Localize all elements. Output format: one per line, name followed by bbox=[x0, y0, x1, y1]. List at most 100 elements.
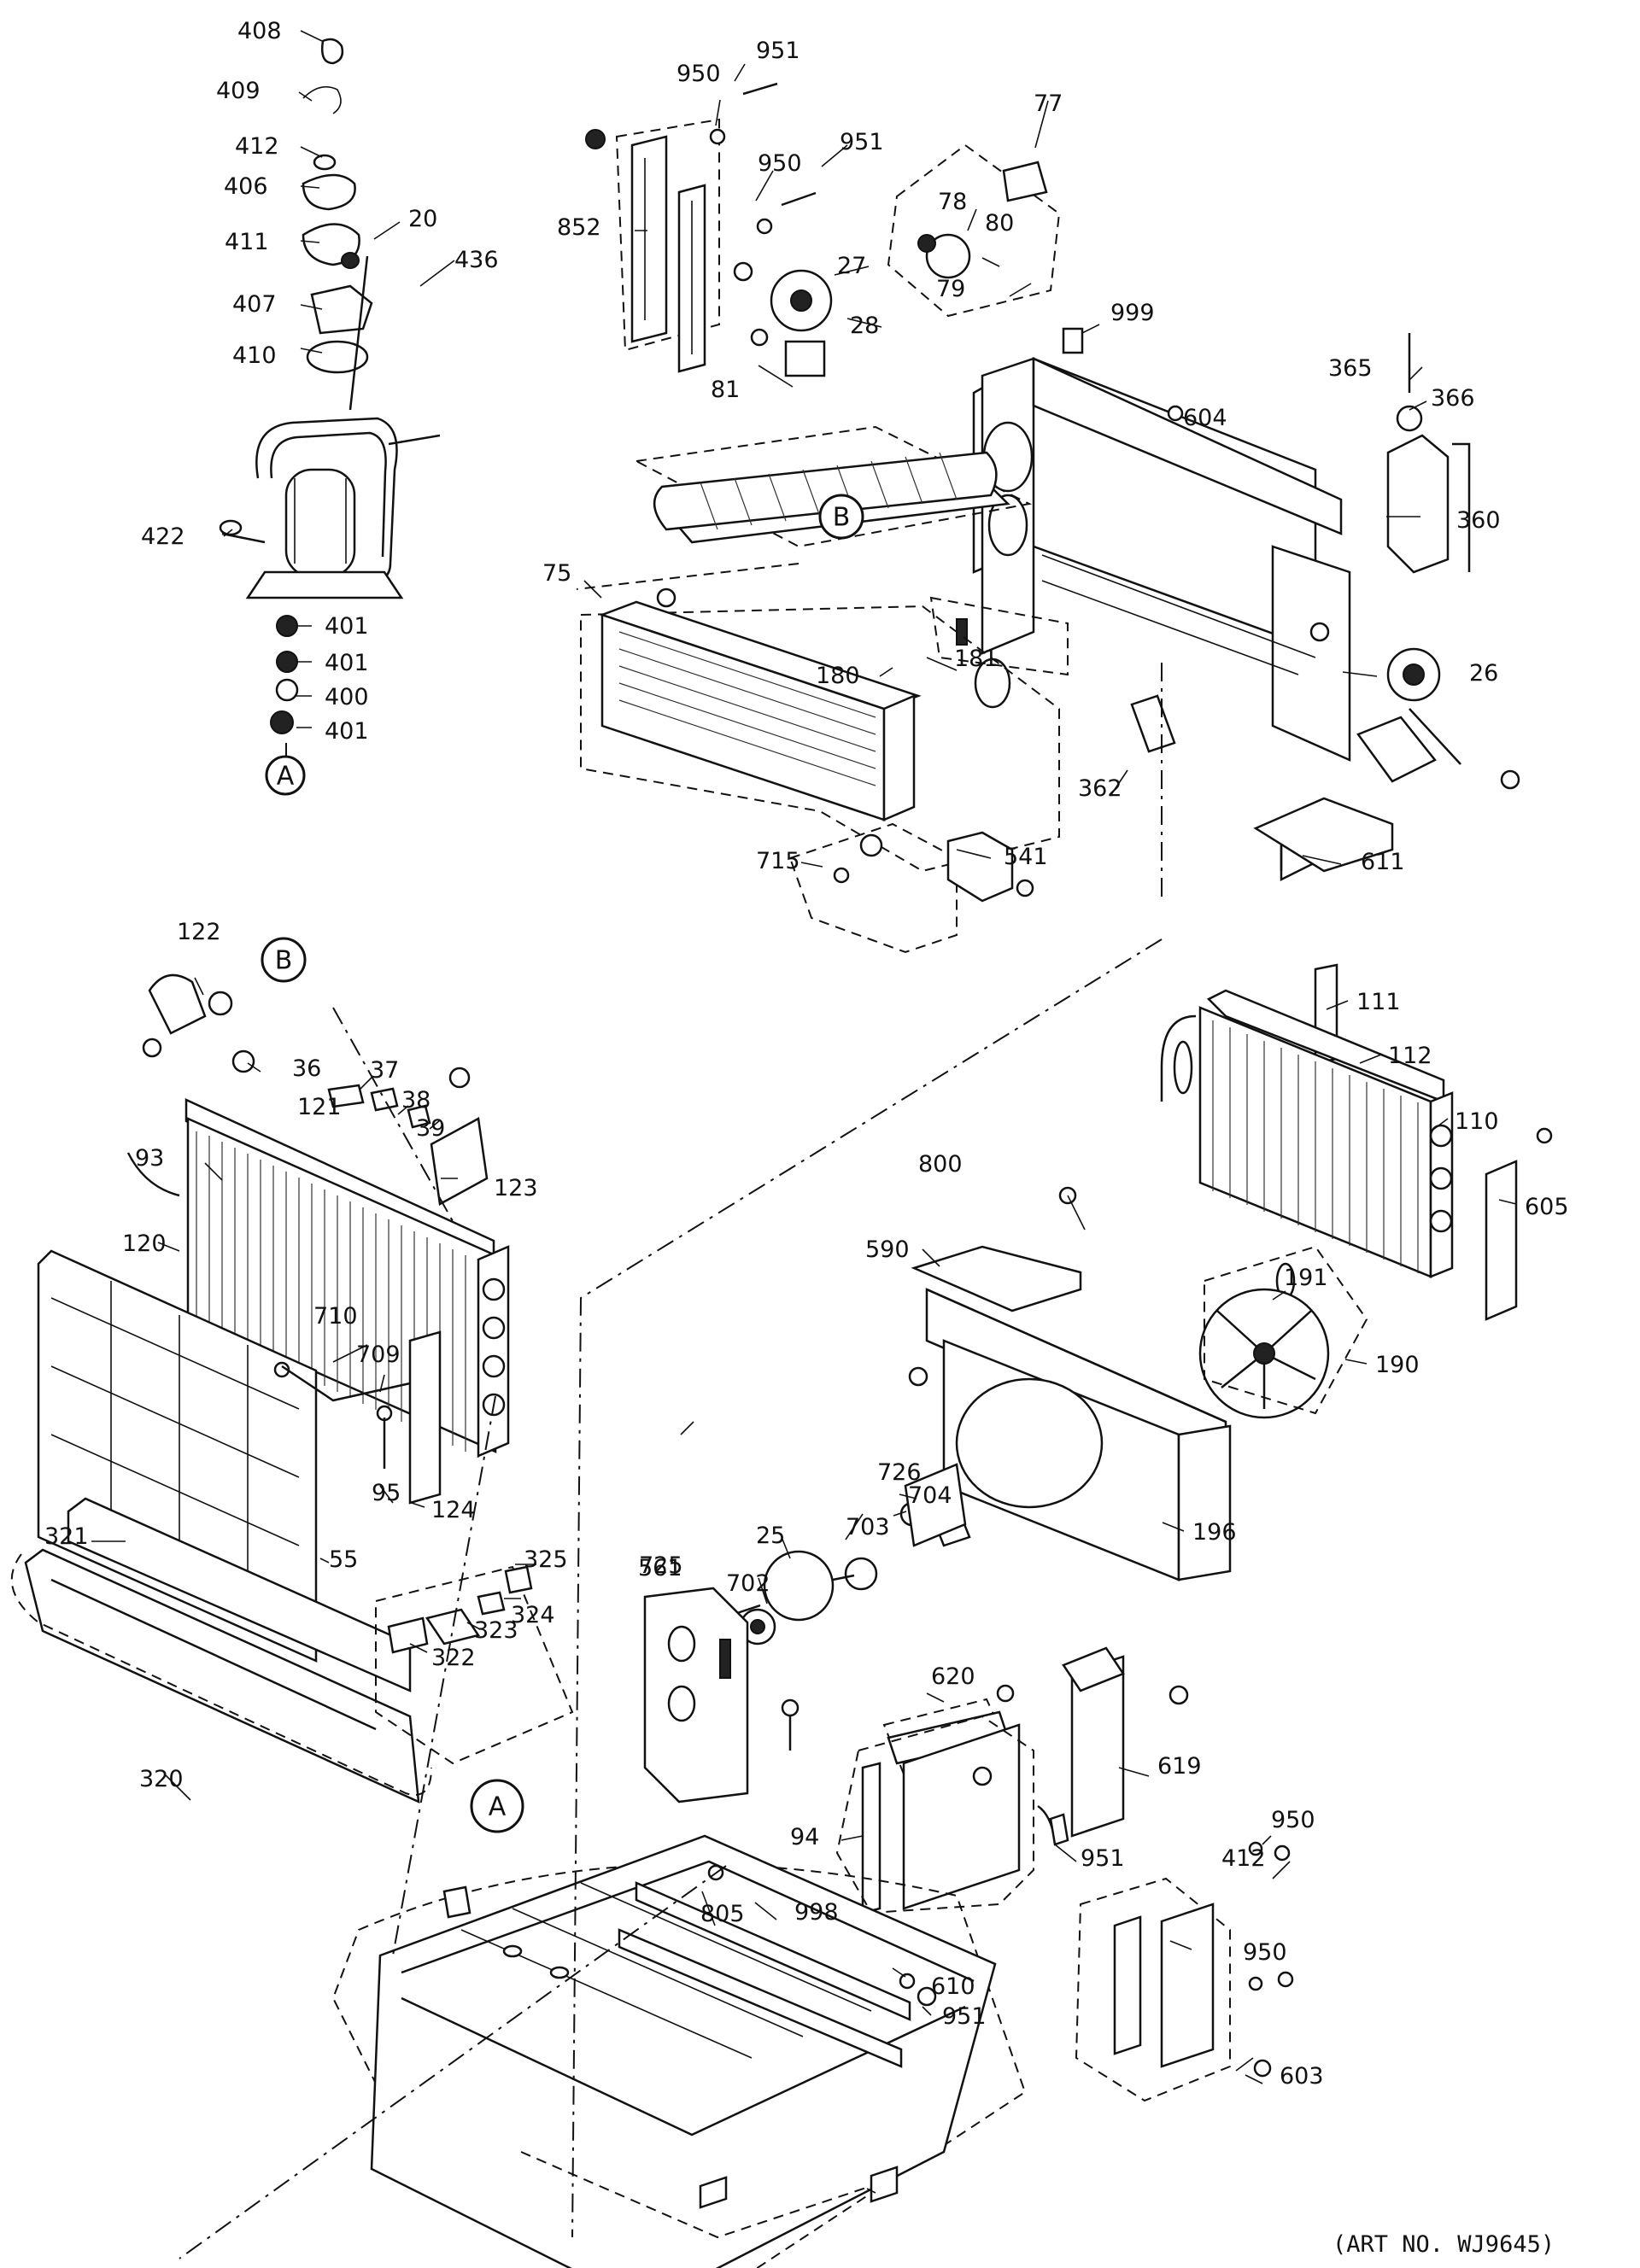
part-label: 422 bbox=[141, 523, 185, 550]
part-label: 999 bbox=[1110, 300, 1155, 326]
part-label: 120 bbox=[122, 1230, 167, 1257]
base-pan bbox=[331, 1834, 1027, 2268]
part-label: 619 bbox=[1157, 1753, 1202, 1780]
part-label: 181 bbox=[954, 646, 999, 672]
part-label: 26 bbox=[1469, 660, 1498, 687]
part-label: 561 bbox=[638, 1555, 682, 1581]
part-label: 605 bbox=[1525, 1194, 1569, 1220]
part-label: 321 bbox=[44, 1523, 89, 1550]
art-number: (ART NO. WJ9645) bbox=[1332, 2231, 1555, 2258]
svg-text:B: B bbox=[833, 503, 851, 533]
part-label: 36 bbox=[292, 1055, 321, 1082]
part-label: 604 bbox=[1183, 405, 1227, 431]
part-label: 38 bbox=[401, 1087, 430, 1114]
blower-assembly bbox=[576, 82, 1520, 882]
part-label: 95 bbox=[372, 1480, 401, 1506]
part-label: 805 bbox=[700, 1901, 745, 1927]
part-label: 951 bbox=[942, 2003, 987, 2030]
part-label: 406 bbox=[224, 173, 268, 200]
part-label: 121 bbox=[297, 1094, 342, 1120]
part-label: 400 bbox=[325, 684, 369, 710]
part-label: 112 bbox=[1388, 1043, 1432, 1069]
part-label: 191 bbox=[1284, 1265, 1328, 1291]
part-label: 950 bbox=[676, 61, 721, 87]
svg-text:B: B bbox=[275, 946, 293, 976]
svg-text:A: A bbox=[489, 1792, 507, 1822]
part-label: 407 bbox=[232, 291, 277, 318]
part-label: 94 bbox=[790, 1824, 819, 1850]
part-label: 951 bbox=[1081, 1845, 1125, 1872]
part-label: 365 bbox=[1328, 355, 1373, 382]
part-label: 27 bbox=[837, 253, 866, 279]
condenser-section bbox=[908, 963, 1553, 1581]
part-label: 80 bbox=[985, 210, 1014, 237]
part-label: 950 bbox=[1243, 1939, 1287, 1966]
part-label: 950 bbox=[1271, 1807, 1315, 1833]
part-label: 28 bbox=[850, 313, 879, 339]
part-label: 110 bbox=[1455, 1108, 1499, 1135]
part-label: 360 bbox=[1456, 507, 1501, 534]
part-label: 366 bbox=[1431, 385, 1475, 412]
part-label: 55 bbox=[329, 1546, 358, 1573]
fan-motor-section bbox=[643, 1463, 1294, 2102]
part-label: 436 bbox=[454, 247, 499, 273]
part-label: 725 bbox=[639, 1552, 683, 1579]
part-label: 123 bbox=[494, 1175, 538, 1201]
callout-a-compressor: A bbox=[265, 755, 306, 796]
part-label: 122 bbox=[177, 919, 221, 945]
part-label: 411 bbox=[225, 229, 269, 255]
part-label: 362 bbox=[1078, 775, 1122, 802]
part-label: 75 bbox=[542, 560, 571, 587]
part-label: 852 bbox=[557, 214, 601, 241]
part-label: 702 bbox=[726, 1570, 770, 1597]
part-label: 726 bbox=[877, 1459, 922, 1486]
part-label: 323 bbox=[474, 1617, 518, 1644]
leader-lines bbox=[91, 30, 1517, 2194]
part-label: 79 bbox=[936, 276, 965, 302]
part-label: 320 bbox=[139, 1766, 184, 1792]
part-label: 93 bbox=[135, 1145, 164, 1172]
part-label: 710 bbox=[313, 1303, 358, 1330]
part-label: 401 bbox=[325, 718, 369, 745]
part-label: 610 bbox=[931, 1973, 975, 2000]
part-label: 20 bbox=[408, 206, 437, 232]
part-label: 196 bbox=[1192, 1519, 1237, 1546]
part-label: 401 bbox=[325, 613, 369, 640]
callout-a-base-pan: A bbox=[470, 1779, 524, 1833]
part-label: 951 bbox=[756, 38, 800, 64]
svg-text:A: A bbox=[277, 762, 295, 792]
front-chassis-section bbox=[580, 587, 1394, 954]
part-label: 408 bbox=[237, 18, 282, 44]
part-label: 998 bbox=[794, 1899, 839, 1926]
part-label: 410 bbox=[232, 342, 277, 369]
part-label: 611 bbox=[1361, 849, 1405, 875]
part-label: 190 bbox=[1375, 1352, 1420, 1378]
part-label: 412 bbox=[1221, 1845, 1266, 1872]
part-label: 39 bbox=[416, 1115, 445, 1142]
part-label: 590 bbox=[865, 1236, 910, 1263]
part-label: 124 bbox=[431, 1497, 476, 1523]
callout-b-blower: B bbox=[818, 494, 864, 540]
part-label: 111 bbox=[1356, 989, 1401, 1015]
part-label: 324 bbox=[511, 1602, 555, 1628]
part-label: 409 bbox=[216, 78, 261, 104]
part-label: 620 bbox=[931, 1663, 975, 1690]
part-label: 800 bbox=[918, 1151, 963, 1178]
part-label: 401 bbox=[325, 650, 369, 676]
part-label: 37 bbox=[370, 1057, 399, 1084]
part-labels: 408 409 412 406 411 20 436 407 410 422 4… bbox=[44, 18, 1569, 2090]
part-label: 322 bbox=[431, 1645, 476, 1671]
part-label: 81 bbox=[711, 377, 740, 403]
part-label: 951 bbox=[840, 129, 884, 155]
part-label: 25 bbox=[756, 1523, 785, 1549]
reference-lines bbox=[179, 658, 1163, 2259]
part-label: 78 bbox=[938, 189, 967, 215]
part-label: 77 bbox=[1034, 91, 1063, 117]
part-label: 950 bbox=[758, 150, 802, 177]
part-label: 541 bbox=[1004, 844, 1048, 870]
part-label: 325 bbox=[524, 1546, 568, 1573]
compressor-assembly bbox=[219, 38, 441, 773]
part-label: 603 bbox=[1280, 2063, 1324, 2090]
part-label: 709 bbox=[356, 1342, 401, 1368]
